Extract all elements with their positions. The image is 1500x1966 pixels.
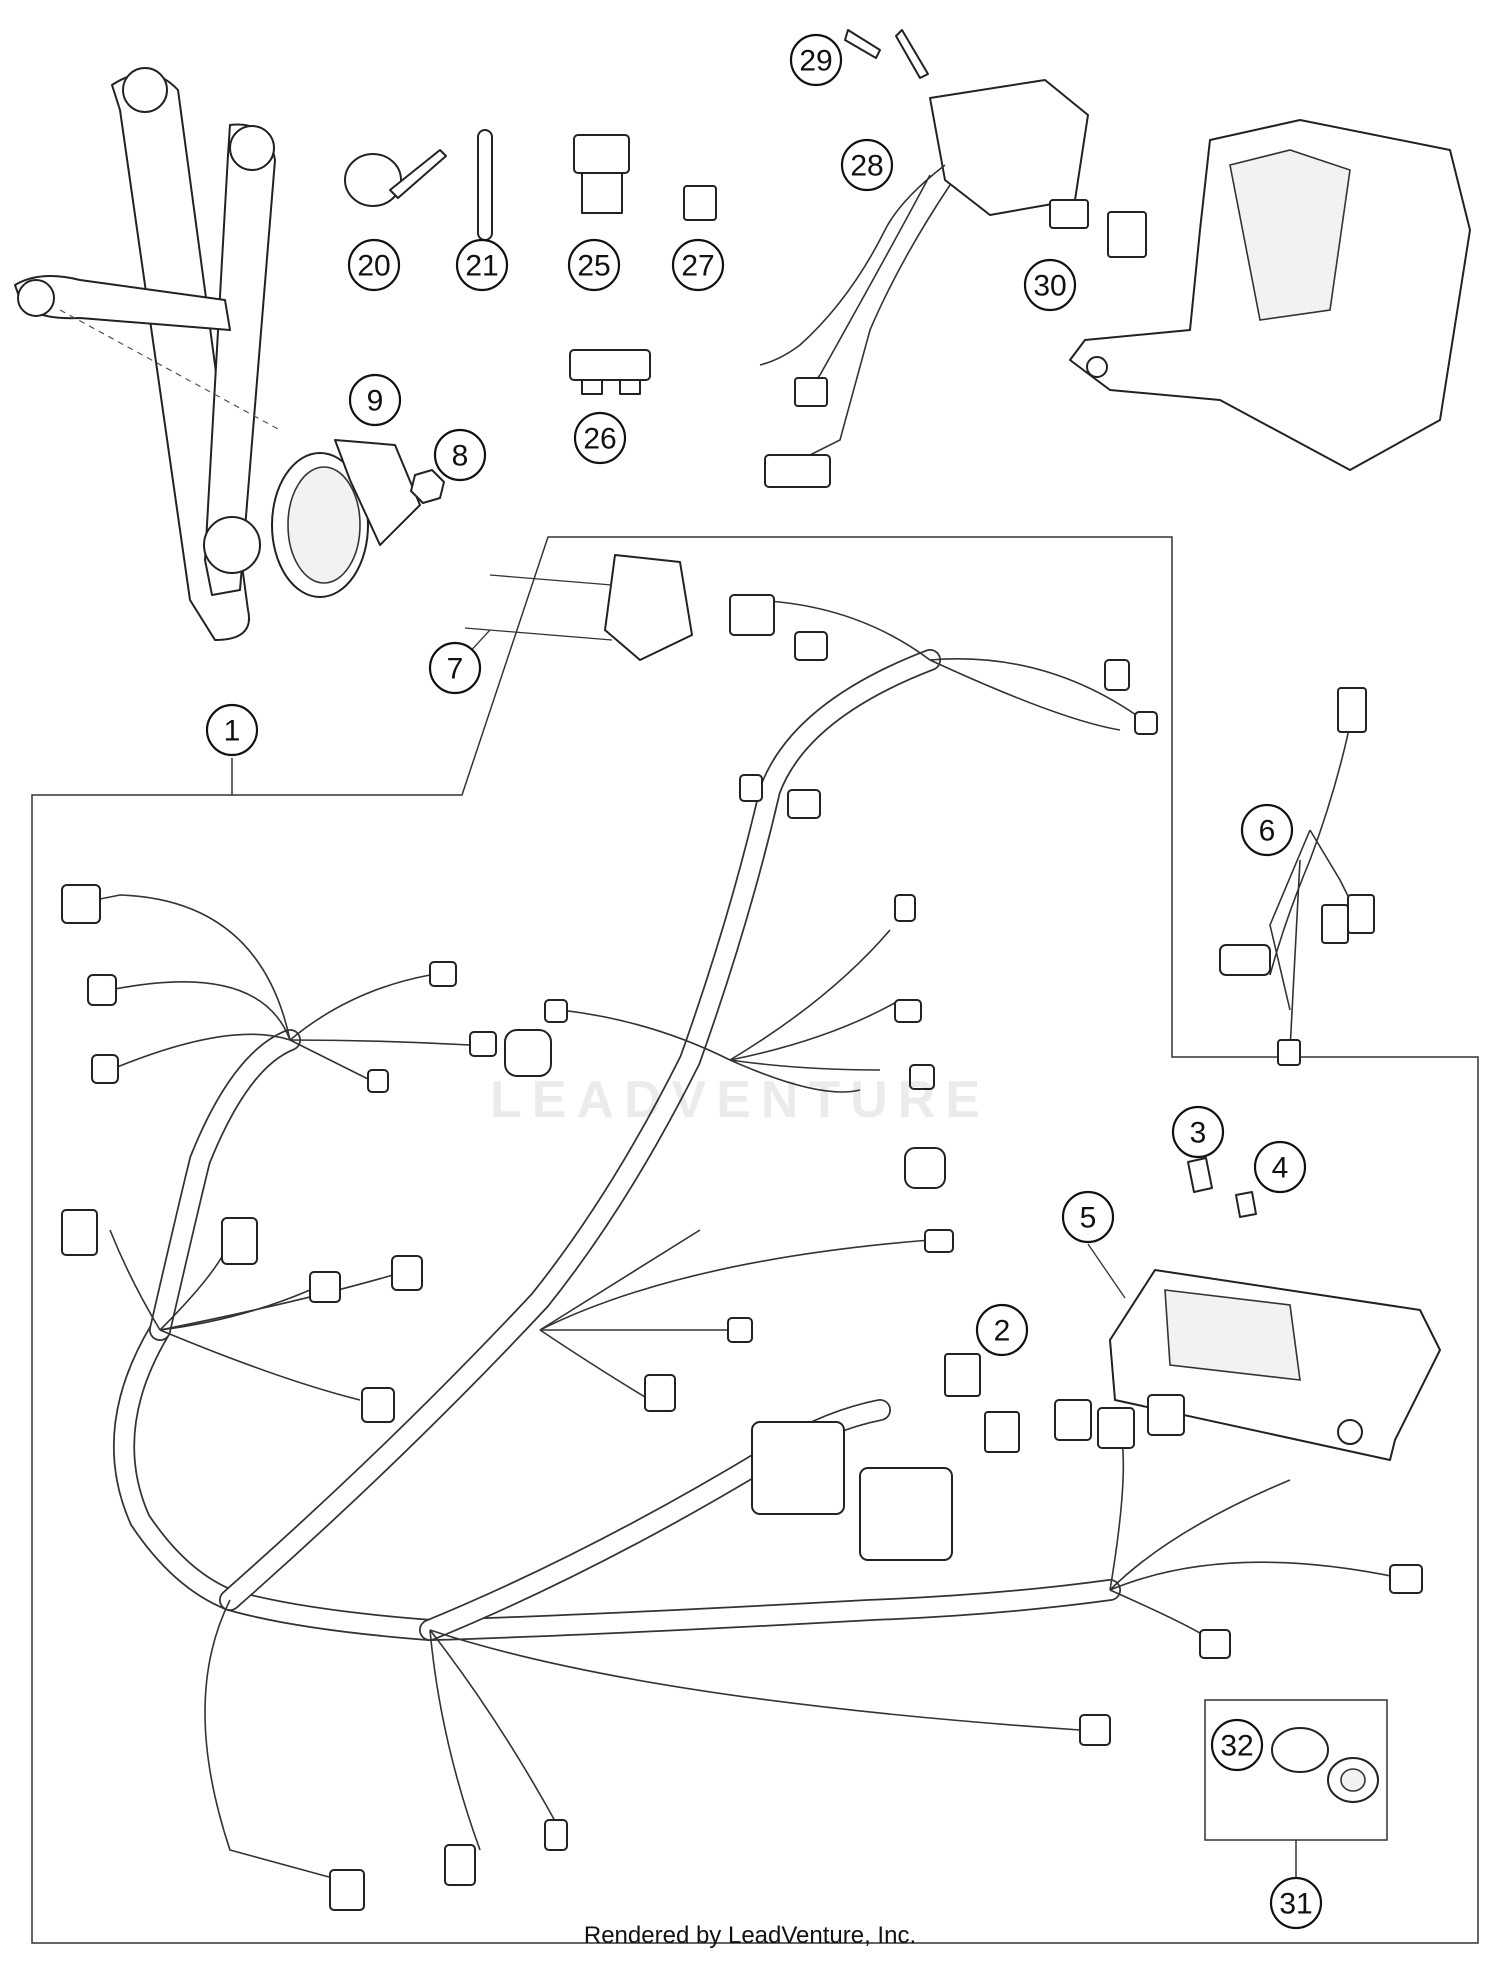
strap	[477, 129, 493, 241]
callout-4[interactable]: 4	[1253, 1140, 1307, 1194]
callout-25[interactable]: 25	[567, 238, 621, 292]
svg-text:20: 20	[357, 250, 390, 283]
svg-text:1: 1	[224, 715, 241, 748]
callout-9[interactable]: 9	[348, 373, 402, 427]
svg-text:31: 31	[1279, 1888, 1312, 1921]
voltage-regulator	[759, 79, 1089, 488]
nut	[410, 469, 445, 504]
battery-box	[1069, 119, 1471, 471]
svg-text:26: 26	[583, 423, 616, 456]
callout-29[interactable]: 29	[789, 33, 843, 87]
relay	[573, 134, 630, 214]
callout-7[interactable]: 7	[428, 641, 482, 695]
svg-text:3: 3	[1190, 1117, 1207, 1150]
svg-text:6: 6	[1259, 815, 1276, 848]
svg-text:30: 30	[1033, 270, 1066, 303]
relay-socket	[683, 185, 717, 221]
callout-27[interactable]: 27	[671, 238, 725, 292]
svg-text:8: 8	[452, 440, 469, 473]
svg-text:4: 4	[1272, 1152, 1289, 1185]
mounting-plate	[464, 554, 693, 661]
svg-text:9: 9	[367, 385, 384, 418]
connector-plug	[944, 1353, 1020, 1453]
callout-2[interactable]: 2	[975, 1303, 1029, 1357]
callout-32[interactable]: 32	[1210, 1718, 1264, 1772]
callout-31[interactable]: 31	[1269, 1876, 1323, 1930]
callout-28[interactable]: 28	[840, 138, 894, 192]
svg-text:29: 29	[799, 45, 832, 78]
screws	[844, 29, 929, 79]
harness-connectors	[61, 594, 1423, 1911]
svg-text:32: 32	[1220, 1730, 1253, 1763]
fuse-holder	[569, 349, 651, 395]
callout-20[interactable]: 20	[347, 238, 401, 292]
fuse-small	[1235, 1191, 1257, 1218]
callout-26[interactable]: 26	[573, 411, 627, 465]
callout-1[interactable]: 1	[205, 703, 259, 757]
svg-text:7: 7	[447, 653, 464, 686]
svg-text:28: 28	[850, 150, 883, 183]
callout-5[interactable]: 5	[1061, 1190, 1115, 1244]
callout-3[interactable]: 3	[1171, 1105, 1225, 1159]
horn	[271, 439, 421, 598]
callout-6[interactable]: 6	[1240, 803, 1294, 857]
fuse-large	[1187, 1157, 1213, 1193]
svg-text:27: 27	[681, 250, 714, 283]
assembly-dashline	[59, 309, 281, 431]
harness-group-frame	[31, 536, 1479, 1944]
clamps	[1271, 1727, 1379, 1803]
svg-text:5: 5	[1080, 1202, 1097, 1235]
callout-30[interactable]: 30	[1023, 258, 1077, 312]
cable-tie	[344, 149, 447, 207]
callout-21[interactable]: 21	[455, 238, 509, 292]
fuse-box	[1109, 1269, 1441, 1461]
svg-text:21: 21	[465, 250, 498, 283]
callout-5-leader	[1087, 1243, 1126, 1299]
bracket-frame	[14, 67, 276, 641]
clips	[1049, 199, 1147, 258]
credit-line: Rendered by LeadVenture, Inc.	[583, 1922, 917, 1949]
svg-text:25: 25	[577, 250, 610, 283]
auxiliary-harness	[1219, 687, 1375, 1066]
svg-text:2: 2	[994, 1315, 1011, 1348]
callout-8[interactable]: 8	[433, 428, 487, 482]
